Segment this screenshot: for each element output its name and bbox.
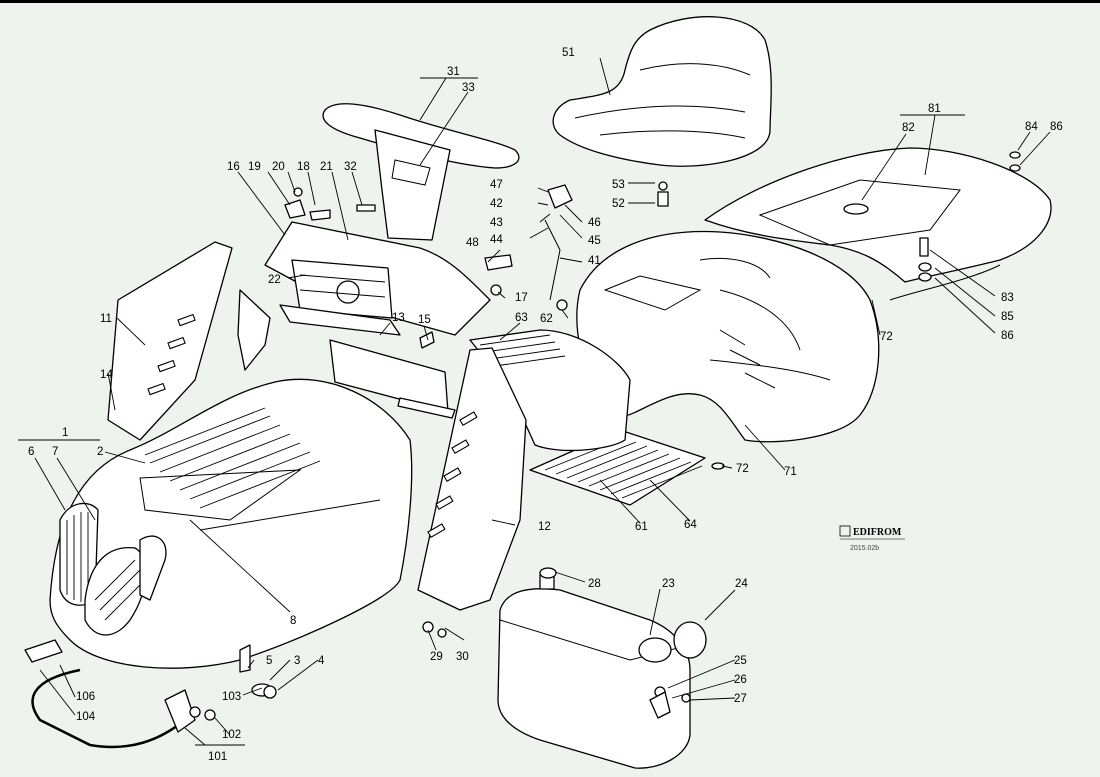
label-41: 41 xyxy=(588,255,601,267)
label-1: 1 xyxy=(62,427,68,439)
label-25: 25 xyxy=(734,655,747,667)
label-30: 30 xyxy=(456,651,469,663)
label-18: 18 xyxy=(297,161,310,173)
console-part xyxy=(329,339,456,419)
label-5: 5 xyxy=(266,655,272,667)
label-44: 44 xyxy=(490,234,503,246)
label-20: 20 xyxy=(272,161,285,173)
label-82: 82 xyxy=(902,122,915,134)
label-26: 26 xyxy=(734,674,747,686)
logo-name: EDIFROM xyxy=(853,527,902,538)
label-8: 8 xyxy=(290,615,296,627)
label-28: 28 xyxy=(588,578,601,590)
leader-lines xyxy=(18,57,1051,746)
side-panel-right xyxy=(417,347,527,611)
seat-part xyxy=(552,16,772,167)
tunnel-cover-part xyxy=(469,329,631,452)
front-bumper-part xyxy=(24,639,216,749)
label-48: 48 xyxy=(466,237,479,249)
hood-part xyxy=(49,378,413,669)
label-104: 104 xyxy=(76,711,96,723)
side-panel-left xyxy=(107,241,271,441)
label-62: 62 xyxy=(540,313,553,325)
label-15: 15 xyxy=(418,314,431,326)
label-53: 53 xyxy=(612,179,625,191)
label-72a: 72 xyxy=(880,331,893,343)
label-24: 24 xyxy=(735,578,748,590)
label-16: 16 xyxy=(227,161,240,173)
rear-plate-part xyxy=(704,147,1052,301)
label-85: 85 xyxy=(1001,311,1014,323)
label-103: 103 xyxy=(222,691,241,703)
label-21: 21 xyxy=(320,161,333,173)
label-46: 46 xyxy=(588,217,601,229)
label-72b: 72 xyxy=(736,463,749,475)
label-45: 45 xyxy=(588,235,601,247)
label-22: 22 xyxy=(268,274,281,286)
label-83: 83 xyxy=(1001,292,1014,304)
label-61: 61 xyxy=(635,521,648,533)
label-63: 63 xyxy=(515,312,528,324)
label-17: 17 xyxy=(515,292,528,304)
label-84: 84 xyxy=(1025,121,1038,133)
label-43: 43 xyxy=(490,217,503,229)
label-106: 106 xyxy=(76,691,95,703)
dashboard-part xyxy=(264,221,491,336)
small-hardware xyxy=(239,151,1021,719)
callout-labels: 31 33 51 81 82 84 86 16 19 20 18 21 32 4… xyxy=(28,47,1063,763)
label-31: 31 xyxy=(447,66,460,78)
logo-code: 2015.02b xyxy=(850,545,879,552)
label-86b: 86 xyxy=(1001,330,1014,342)
label-27: 27 xyxy=(734,693,747,705)
label-13: 13 xyxy=(392,312,405,324)
label-47: 47 xyxy=(490,179,503,191)
label-33: 33 xyxy=(462,82,475,94)
steering-wheel-part xyxy=(322,103,520,241)
label-6: 6 xyxy=(28,446,34,458)
top-border xyxy=(0,0,1100,3)
label-86a: 86 xyxy=(1050,121,1063,133)
label-102: 102 xyxy=(222,729,241,741)
label-3: 3 xyxy=(294,655,300,667)
label-42: 42 xyxy=(490,198,503,210)
label-4: 4 xyxy=(318,655,325,667)
label-71: 71 xyxy=(784,466,797,478)
label-51: 51 xyxy=(562,47,575,59)
label-64: 64 xyxy=(684,519,697,531)
label-19: 19 xyxy=(248,161,261,173)
label-12: 12 xyxy=(538,521,551,533)
label-101: 101 xyxy=(208,751,227,763)
publisher-logo: EDIFROM 2015.02b xyxy=(839,525,905,552)
label-7: 7 xyxy=(52,446,58,458)
label-52: 52 xyxy=(612,198,625,210)
fuel-tank-part xyxy=(497,567,707,769)
label-2: 2 xyxy=(97,446,103,458)
fender-part xyxy=(576,230,880,443)
label-23: 23 xyxy=(662,578,675,590)
label-29: 29 xyxy=(430,651,443,663)
label-14: 14 xyxy=(100,369,113,381)
label-81: 81 xyxy=(928,103,941,115)
label-11: 11 xyxy=(100,313,112,325)
label-32: 32 xyxy=(344,161,357,173)
